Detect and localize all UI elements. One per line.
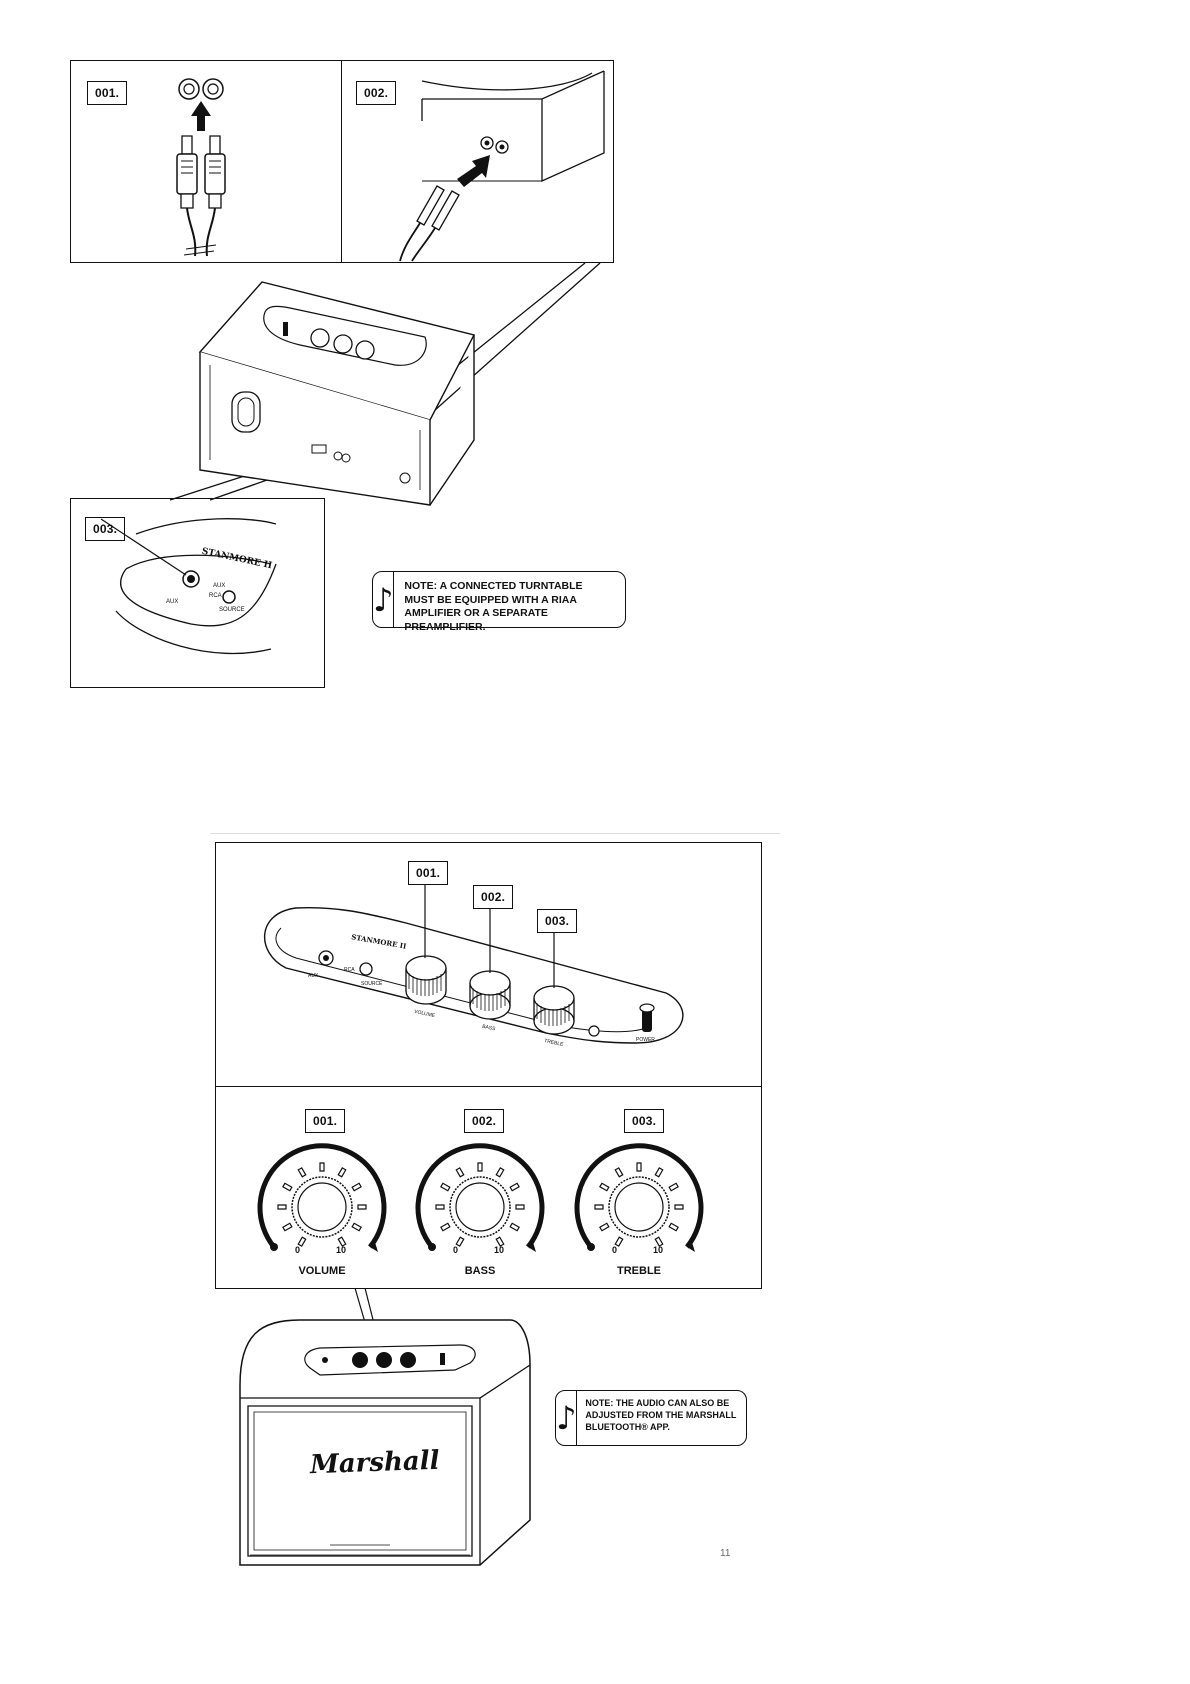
note-text: NOTE: A CONNECTED TURNTABLE MUST BE EQUI… <box>404 580 583 633</box>
volume-dial <box>260 1146 384 1252</box>
source-label-aux: AUX <box>213 583 226 589</box>
control-panel-overview: 001. 002. 003. STANMORE II AUX RCA SOURC… <box>215 842 762 1087</box>
bass-label: BASS <box>464 1265 496 1277</box>
music-note-icon: ♪ <box>373 572 395 627</box>
callout-002-top: 002. <box>473 885 514 909</box>
power-label: POWER <box>636 1037 655 1043</box>
music-note-icon: ♪ <box>556 1391 578 1445</box>
treble-dial <box>577 1146 701 1252</box>
marshall-logo: Marshall <box>309 1445 440 1481</box>
knob-label-001: 001. <box>305 1109 346 1133</box>
turntable-connection-illustration <box>342 61 615 264</box>
step-label-002: 002. <box>356 81 397 105</box>
callout-001-top: 001. <box>408 861 449 885</box>
bass-knob-illustration <box>470 971 510 1019</box>
panel-002: 002. <box>341 60 614 263</box>
control-panel-closeup <box>71 499 326 689</box>
bass-dial <box>418 1146 542 1252</box>
aux-label: AUX <box>308 973 319 979</box>
treble-label: TREBLE <box>617 1265 661 1277</box>
volume-min: 0 <box>295 1245 301 1255</box>
panel-001: 001. <box>70 60 343 263</box>
treble-max: 10 <box>653 1245 664 1255</box>
volume-label: VOLUME <box>298 1265 346 1277</box>
turntable-note: ♪ NOTE: A CONNECTED TURNTABLE MUST BE EQ… <box>372 571 626 633</box>
volume-max: 10 <box>336 1245 347 1255</box>
source-label-rca: RCA <box>209 593 222 599</box>
control-panel-illustration <box>216 883 763 1088</box>
callout-003-top: 003. <box>537 909 578 933</box>
panel-003: 003. STANMORE II AUX AUX RCA SOURCE <box>70 498 325 688</box>
knob-label-002: 002. <box>464 1109 505 1133</box>
treble-knob-illustration <box>534 986 574 1034</box>
page-divider-line <box>210 833 780 834</box>
knob-label-003: 003. <box>624 1109 665 1133</box>
note-text-bottom: NOTE: THE AUDIO CAN ALSO BE ADJUSTED FRO… <box>585 1398 737 1432</box>
source-button-label: SOURCE <box>219 607 245 613</box>
page-number: 11 <box>720 1548 731 1559</box>
volume-knob-illustration <box>406 956 446 1004</box>
aux-jack-label: AUX <box>166 599 179 605</box>
audio-app-note: ♪ NOTE: THE AUDIO CAN ALSO BE ADJUSTED F… <box>555 1390 747 1446</box>
step-label-001: 001. <box>87 81 128 105</box>
knob-diagrams: 001. 002. 003. <box>215 1086 762 1289</box>
bass-max: 10 <box>494 1245 505 1255</box>
source-label: SOURCE <box>361 981 383 987</box>
rca-cable-illustration <box>71 61 344 264</box>
knob-dials <box>216 1087 763 1252</box>
bass-min: 0 <box>453 1245 459 1255</box>
rca-label: RCA <box>344 967 355 973</box>
treble-min: 0 <box>612 1245 618 1255</box>
